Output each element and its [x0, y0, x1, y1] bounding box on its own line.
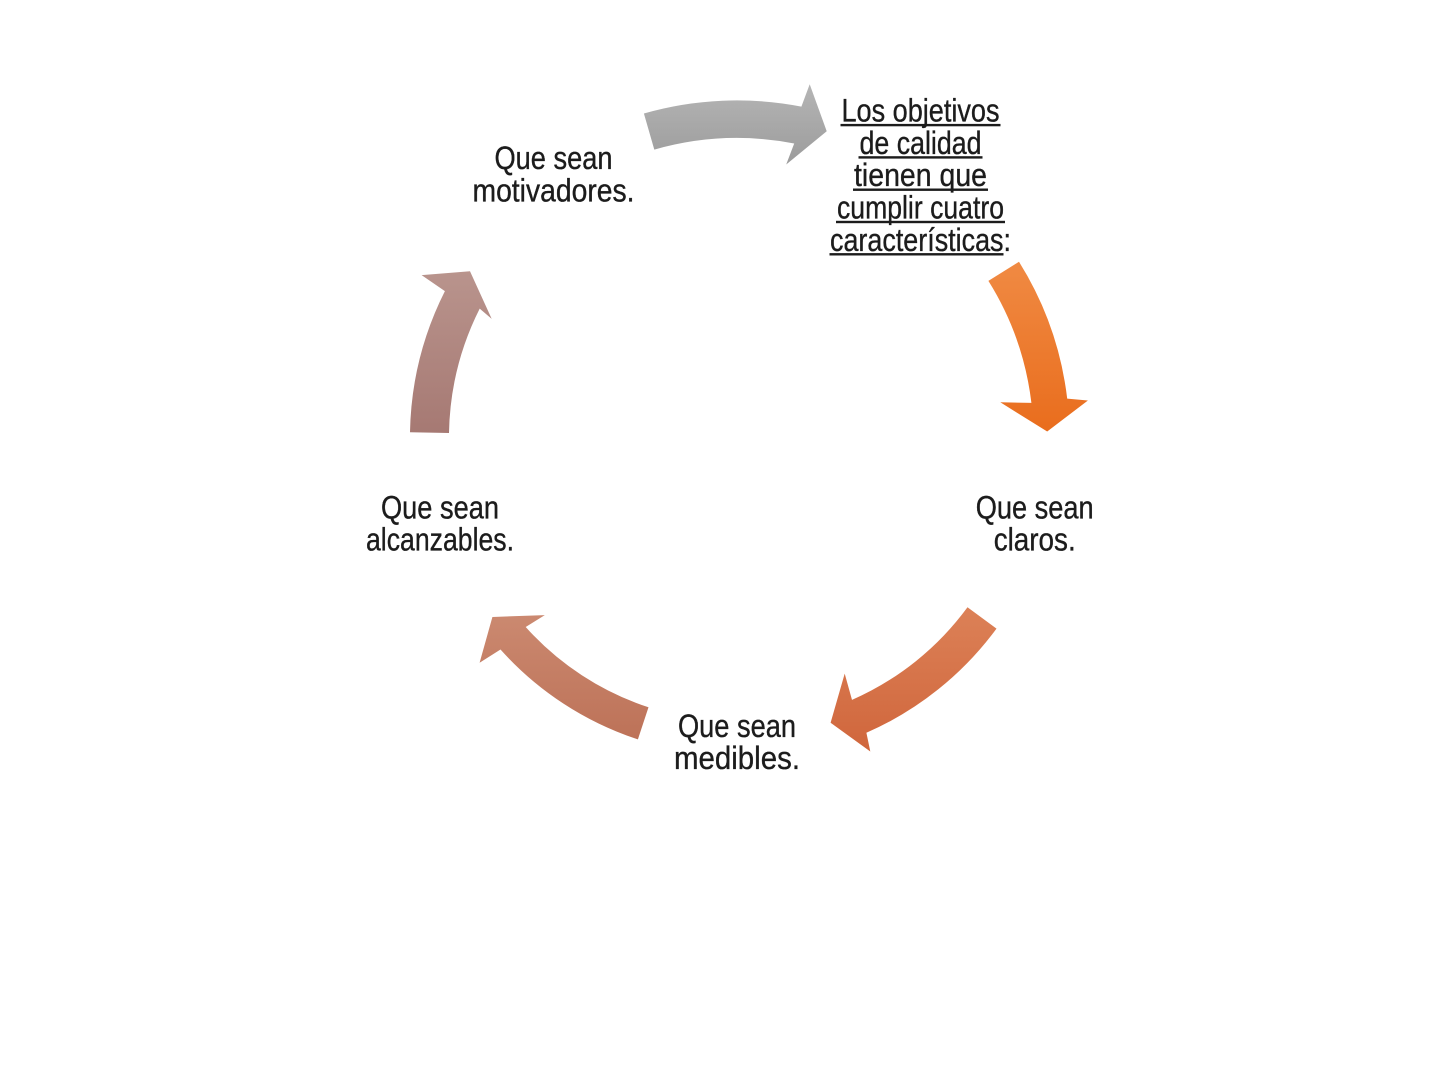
svg-text:Que sean: Que sean	[678, 708, 796, 744]
svg-text:de calidad: de calidad	[860, 125, 982, 161]
svg-text:tienen que: tienen que	[854, 157, 987, 193]
svg-text:claros.: claros.	[994, 521, 1076, 557]
svg-text:Que sean: Que sean	[495, 140, 613, 176]
svg-text:características:: características:	[830, 222, 1011, 258]
svg-text:medibles.: medibles.	[674, 740, 800, 776]
svg-text:Que sean: Que sean	[381, 490, 499, 526]
svg-text:alcanzables.: alcanzables.	[366, 521, 514, 557]
svg-text:Los objetivos: Los objetivos	[842, 93, 1000, 129]
svg-text:Que sean: Que sean	[976, 490, 1094, 526]
svg-text:motivadores.: motivadores.	[473, 172, 635, 208]
svg-text:cumplir cuatro: cumplir cuatro	[837, 190, 1004, 226]
